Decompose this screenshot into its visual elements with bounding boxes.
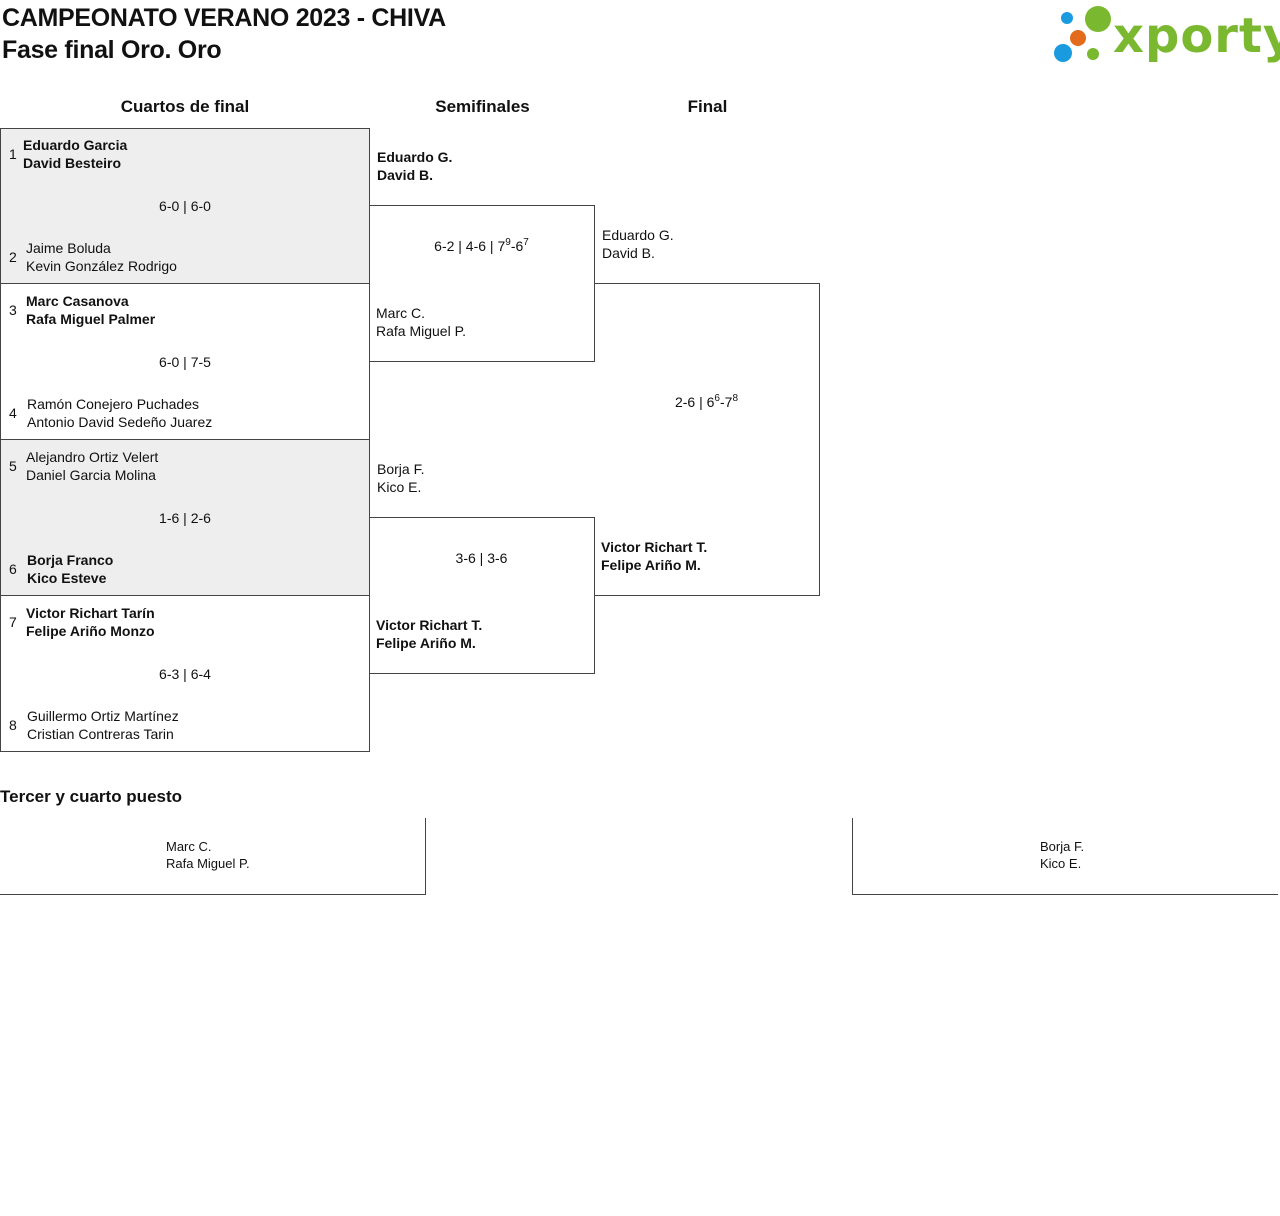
- quarterfinal-match-2: 3 Marc Casanova Rafa Miguel Palmer 6-0 |…: [0, 283, 370, 440]
- player-name: Borja Franco: [27, 552, 114, 568]
- tiebreak-score: 9: [505, 237, 511, 248]
- score-text: 6-2 | 4-6 | 7: [434, 238, 506, 254]
- third-place-bracket-line: [0, 894, 426, 895]
- quarterfinal-match-1: 1 Eduardo Garcia David Besteiro 6-0 | 6-…: [0, 128, 370, 284]
- column-header-final: Final: [687, 97, 728, 116]
- player-name: Guillermo Ortiz Martínez: [27, 708, 179, 724]
- player-name: Kico E.: [1040, 856, 1082, 871]
- team-entry: Guillermo Ortiz Martínez Cristian Contre…: [27, 707, 179, 743]
- semifinal-team: Eduardo G. David B.: [377, 148, 452, 184]
- player-name: Borja F.: [377, 461, 425, 477]
- score-text: 2-6 | 6: [674, 394, 715, 410]
- match-score: 2-6 | 66-78: [594, 393, 819, 411]
- match-score: 1-6 | 2-6: [159, 510, 211, 526]
- player-name: Eduardo G.: [602, 227, 674, 243]
- match-score: 6-0 | 6-0: [159, 198, 211, 214]
- match-score: 6-3 | 6-4: [159, 666, 211, 682]
- player-name: Antonio David Sedeño Juarez: [27, 414, 213, 430]
- player-name: Marc Casanova: [26, 293, 129, 309]
- seed-number: 6: [9, 561, 17, 577]
- player-name: Ramón Conejero Puchades: [27, 396, 199, 412]
- player-name: Marc C.: [166, 839, 212, 854]
- player-name: Borja F.: [1040, 839, 1085, 854]
- player-name: Kevin González Rodrigo: [26, 258, 177, 274]
- logo-dots-icon: [1054, 6, 1111, 62]
- seed-number: 5: [9, 458, 17, 474]
- xporty-logo: xporty: [1050, 4, 1280, 68]
- player-name: David B.: [602, 245, 655, 261]
- player-name: Victor Richart T.: [601, 539, 708, 555]
- column-header-quarterfinals: Cuartos de final: [120, 97, 250, 116]
- seed-number: 1: [9, 146, 17, 162]
- seed-number: 4: [9, 405, 17, 421]
- match-score: 3-6 | 3-6: [455, 550, 508, 566]
- seed-number: 8: [9, 717, 17, 733]
- player-name: Rafa Miguel P.: [376, 323, 467, 339]
- third-place-bracket-line: [852, 818, 853, 895]
- third-place-title: Tercer y cuarto puesto: [0, 787, 183, 806]
- player-name: Victor Richart T.: [376, 617, 483, 633]
- score-text: -7: [719, 394, 733, 410]
- seed-number: 3: [9, 302, 17, 318]
- column-header-semifinals: Semifinales: [435, 97, 530, 116]
- player-name: David Besteiro: [23, 155, 122, 171]
- logo-text: xporty: [1113, 8, 1280, 64]
- team-entry: Victor Richart Tarín Felipe Ariño Monzo: [26, 604, 155, 640]
- player-name: Kico E.: [377, 479, 422, 495]
- player-name: David B.: [377, 167, 434, 183]
- team-entry: Borja Franco Kico Esteve: [27, 551, 113, 587]
- team-entry: Alejandro Ortiz Velert Daniel Garcia Mol…: [26, 448, 158, 484]
- score-text: -6: [510, 238, 524, 254]
- player-name: Eduardo Garcia: [23, 137, 128, 153]
- tiebreak-score: 8: [732, 393, 738, 404]
- player-name: Jaime Boluda: [26, 240, 111, 256]
- tiebreak-score: 6: [714, 393, 720, 404]
- player-name: Daniel Garcia Molina: [26, 467, 156, 483]
- player-name: Cristian Contreras Tarin: [27, 726, 174, 742]
- final-team: Eduardo G. David B.: [602, 226, 674, 262]
- player-name: Eduardo G.: [377, 149, 453, 165]
- seed-number: 2: [9, 249, 17, 265]
- semifinal-team: Marc C. Rafa Miguel P.: [376, 304, 466, 340]
- player-name: Rafa Miguel Palmer: [26, 311, 156, 327]
- team-entry: Marc Casanova Rafa Miguel Palmer: [26, 292, 155, 328]
- quarterfinal-match-3: 5 Alejandro Ortiz Velert Daniel Garcia M…: [0, 439, 370, 596]
- final-team: Victor Richart T. Felipe Ariño M.: [601, 538, 707, 574]
- semifinal-team: Victor Richart T. Felipe Ariño M.: [376, 616, 482, 652]
- match-score: 6-0 | 7-5: [159, 354, 211, 370]
- player-name: Felipe Ariño M.: [376, 635, 476, 651]
- tiebreak-score: 7: [523, 237, 529, 248]
- player-name: Kico Esteve: [27, 570, 107, 586]
- player-name: Rafa Miguel P.: [166, 856, 250, 871]
- team-entry: Ramón Conejero Puchades Antonio David Se…: [27, 395, 212, 431]
- player-name: Alejandro Ortiz Velert: [26, 449, 159, 465]
- player-name: Marc C.: [376, 305, 425, 321]
- semifinal-match-1: 6-2 | 4-6 | 79-67 Marc C. Rafa Miguel P.: [369, 205, 595, 362]
- semifinal-team: Borja F. Kico E.: [377, 460, 424, 496]
- third-place-team: Borja F. Kico E.: [1040, 838, 1084, 872]
- third-place-bracket-line: [852, 894, 1278, 895]
- page-title: CAMPEONATO VERANO 2023 - CHIVA: [2, 4, 446, 32]
- page-subtitle: Fase final Oro. Oro: [2, 36, 222, 64]
- player-name: Felipe Ariño M.: [601, 557, 701, 573]
- match-score: 6-2 | 4-6 | 79-67: [369, 237, 594, 255]
- quarterfinal-match-4: 7 Victor Richart Tarín Felipe Ariño Monz…: [0, 595, 370, 752]
- third-place-bracket-line: [425, 818, 426, 895]
- team-entry: Jaime Boluda Kevin González Rodrigo: [26, 239, 177, 275]
- seed-number: 7: [9, 614, 17, 630]
- team-entry: Eduardo Garcia David Besteiro: [23, 136, 127, 172]
- semifinal-match-2: 3-6 | 3-6 Victor Richart T. Felipe Ariño…: [369, 517, 595, 674]
- final-match: 2-6 | 66-78 Victor Richart T. Felipe Ari…: [594, 283, 820, 596]
- player-name: Felipe Ariño Monzo: [26, 623, 155, 639]
- player-name: Victor Richart Tarín: [26, 605, 155, 621]
- third-place-team: Marc C. Rafa Miguel P.: [166, 838, 250, 872]
